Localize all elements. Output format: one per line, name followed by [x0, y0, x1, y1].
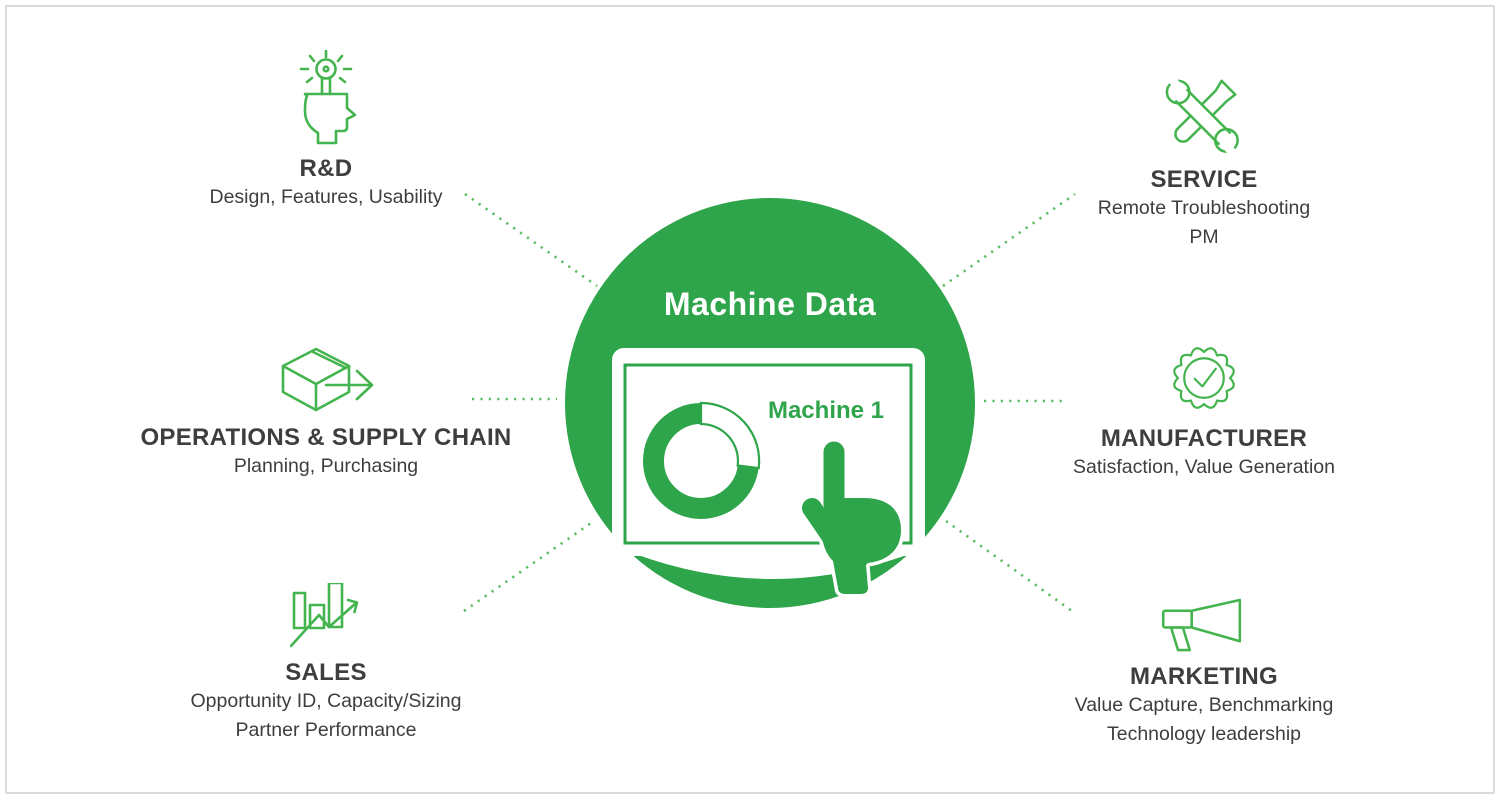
spoke-title: R&D — [299, 155, 353, 182]
spoke-subtitle: Satisfaction, Value Generation — [1073, 455, 1335, 478]
donut-open-segment — [699, 401, 761, 470]
spoke-sales: SALES Opportunity ID, Capacity/Sizing Pa… — [106, 583, 546, 745]
spoke-rd: R&D Design, Features, Usability — [106, 50, 546, 212]
machine-data-hub — [565, 198, 975, 608]
connector-sales — [463, 519, 595, 613]
spoke-service: SERVICE Remote Troubleshooting PM — [984, 76, 1424, 252]
outer-frame — [5, 5, 1495, 794]
tools-icon — [1164, 76, 1241, 156]
hub-title: Machine Data — [663, 286, 877, 322]
spoke-subtitle: Partner Performance — [235, 718, 417, 741]
spoke-subtitle: Opportunity ID, Capacity/Sizing — [190, 689, 462, 712]
megaphone-icon — [1162, 598, 1242, 652]
connector-marketing — [945, 519, 1073, 613]
spoke-subtitle: Remote Troubleshooting — [1097, 196, 1311, 219]
spoke-marketing: MARKETING Value Capture, Benchmarking Te… — [984, 598, 1424, 749]
spoke-title: MANUFACTURER — [1100, 425, 1308, 452]
spoke-title: SALES — [285, 659, 367, 686]
spoke-title: SERVICE — [1150, 166, 1258, 193]
connector-rd — [464, 192, 598, 288]
donut-chart — [643, 401, 761, 519]
spoke-subtitle: Planning, Purchasing — [233, 454, 419, 477]
head-lightbulb-icon — [299, 50, 357, 145]
spoke-title: MARKETING — [1129, 663, 1279, 690]
pointing-hand — [798, 438, 905, 598]
connector-service — [942, 192, 1076, 288]
spoke-subtitle: Value Capture, Benchmarking — [1074, 693, 1334, 716]
box-arrow-icon — [281, 347, 374, 412]
spoke-title: OPERATIONS & SUPPLY CHAIN — [140, 424, 512, 451]
screen-label: Machine 1 — [767, 397, 885, 424]
dotted-connectors — [463, 192, 1076, 613]
spoke-subtitle: Technology leadership — [1106, 722, 1302, 745]
seal-check-icon — [1173, 347, 1235, 409]
spoke-operations: OPERATIONS & SUPPLY CHAIN Planning, Purc… — [106, 346, 546, 481]
spoke-subtitle: Design, Features, Usability — [209, 185, 443, 208]
spoke-manufacturer: MANUFACTURER Satisfaction, Value Generat… — [984, 341, 1424, 482]
spoke-subtitle: PM — [1189, 225, 1219, 248]
bar-chart-growth-icon — [290, 583, 359, 648]
